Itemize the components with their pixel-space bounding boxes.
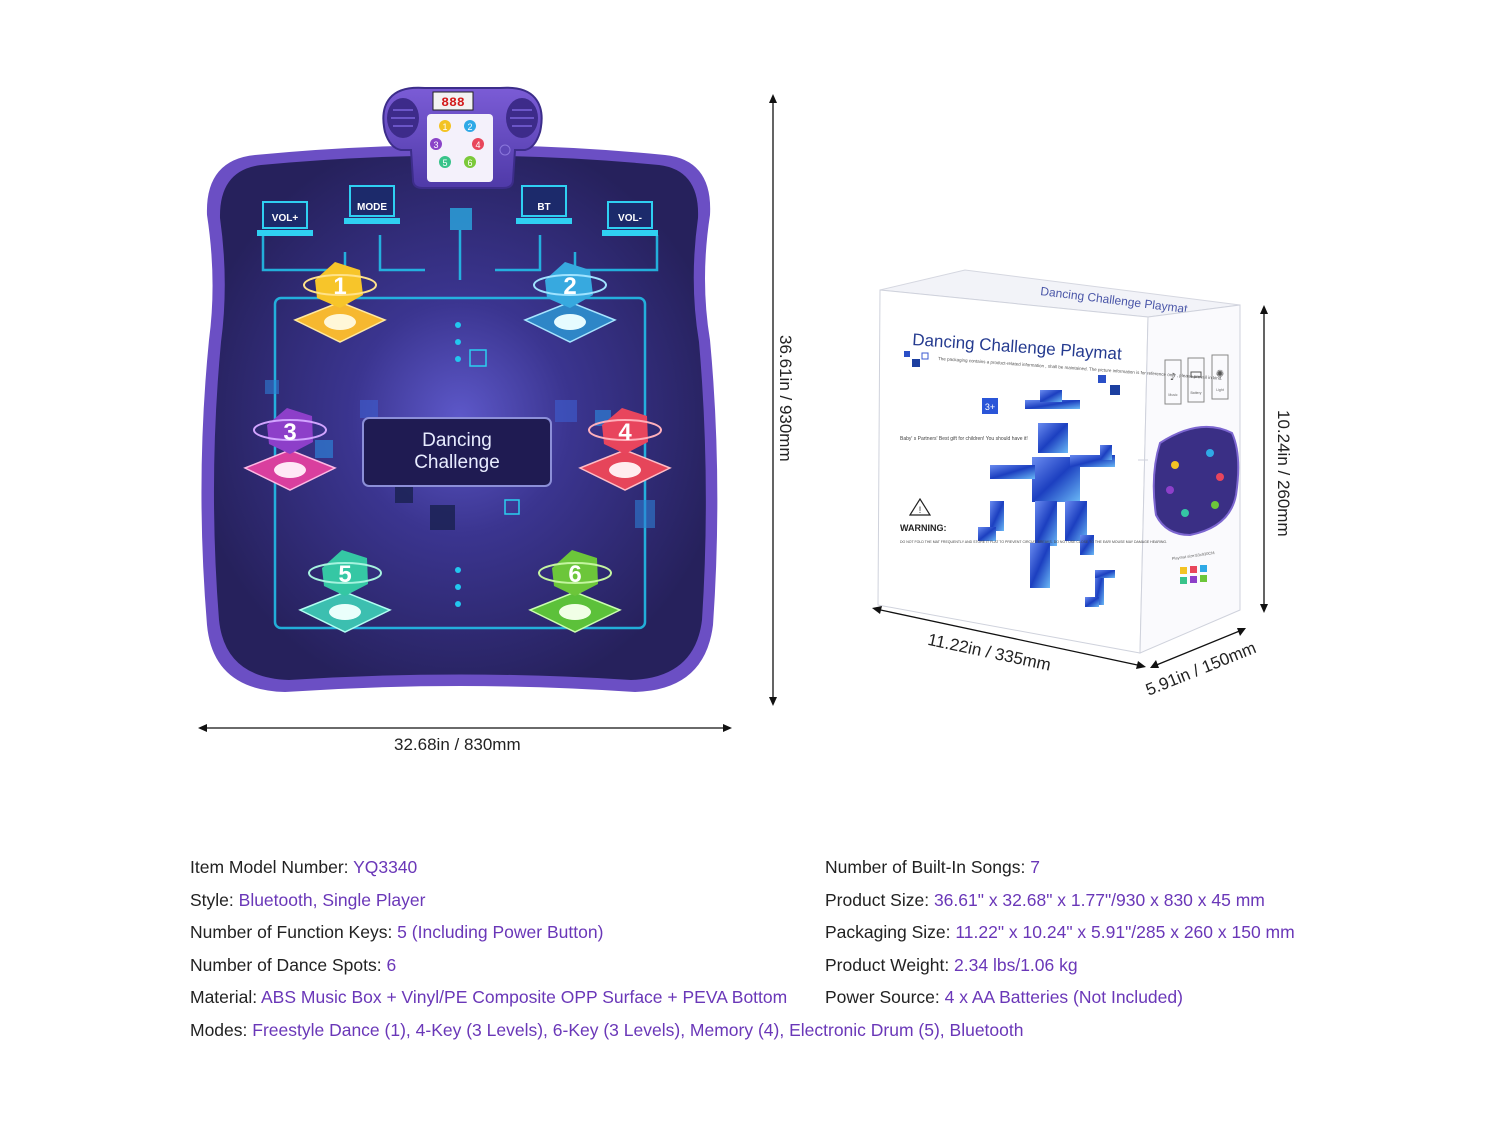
svg-text:6: 6 — [467, 158, 472, 168]
specs-right-column: Number of Built-In Songs: 7 Product Size… — [825, 851, 1295, 1014]
box-partner-text: Baby' s Partners' Best gift for children… — [900, 436, 1028, 442]
light-bulb-icon: ✺ — [1216, 369, 1224, 380]
svg-text:Battery: Battery — [1190, 391, 1201, 395]
music-note-icon: ♪ — [1170, 372, 1176, 383]
mat-width-label: 32.68in / 830mm — [394, 735, 521, 754]
spec-row: Product Size: 36.61" x 32.68" x 1.77"/93… — [825, 889, 1265, 910]
mat-button-vol-down: VOL- — [602, 201, 658, 236]
spec-row: Material: ABS Music Box + Vinyl/PE Compo… — [190, 987, 788, 1007]
mat-button-bt: BT — [516, 185, 572, 224]
svg-text:3+: 3+ — [985, 402, 995, 412]
dance-spot-1: 1 — [293, 262, 387, 343]
battery-icon — [1190, 371, 1202, 378]
dance-spot-4: 4 — [578, 408, 672, 491]
center-title-line2: Challenge — [414, 452, 500, 473]
spec-row: Item Model Number: YQ3340 — [190, 857, 418, 877]
box-width-arrow — [872, 606, 1146, 669]
dance-spot-3: 3 — [243, 408, 337, 491]
side-icons: ♪ ✺ Music Battery Light — [1164, 354, 1229, 405]
side-caption: Playmat size:83x930CM — [1171, 550, 1214, 561]
mat-button-vol-up: VOL+ — [257, 201, 313, 236]
dance-spot-5: 5 — [298, 550, 392, 633]
spec-row: Modes: Freestyle Dance (1), 4-Key (3 Lev… — [190, 1019, 1024, 1040]
svg-text:!: ! — [919, 505, 922, 515]
svg-text:5: 5 — [338, 561, 351, 588]
age-badge — [982, 398, 998, 414]
svg-text:1: 1 — [442, 122, 447, 132]
box-depth-arrow — [1150, 628, 1246, 668]
mat-height-arrow — [769, 94, 777, 706]
mat-button-mode: MODE — [344, 185, 400, 224]
svg-text:VOL+: VOL+ — [272, 213, 299, 224]
spec-row: Number of Dance Spots: 6 — [190, 954, 397, 975]
spec-row: Power Source: 4 x AA Batteries (Not Incl… — [825, 987, 1183, 1007]
warning-body: DO NOT FOLD THE MAT FREQUENTLY AND STORE… — [900, 540, 1167, 544]
spec-row: Number of Built-In Songs: 7 — [825, 857, 1040, 877]
box-height-label: 10.24in / 260mm — [1274, 410, 1293, 537]
svg-text:4: 4 — [618, 419, 632, 446]
svg-text:Music: Music — [1168, 393, 1177, 397]
svg-text:3: 3 — [283, 419, 296, 446]
svg-text:VOL-: VOL- — [618, 213, 642, 224]
dance-spot-2: 2 — [523, 262, 617, 343]
svg-text:4: 4 — [475, 140, 480, 150]
warning-title: WARNING: — [900, 523, 947, 533]
mat-width-arrow — [198, 724, 732, 732]
svg-text:2: 2 — [563, 273, 576, 300]
music-controller: 888 1 2 3 4 5 6 — [382, 86, 543, 189]
dance-mat-image: Dancing Challenge VOL+ MODE BT VOL- 1 2 — [201, 86, 718, 692]
center-panel — [362, 417, 552, 487]
dance-spot-6: 6 — [528, 550, 622, 633]
svg-text:BT: BT — [537, 202, 550, 213]
pixel-dancer-icon — [978, 390, 1115, 607]
mat-height-label: 36.61in / 930mm — [776, 335, 795, 462]
speaker-left-icon — [387, 98, 419, 138]
svg-text:888: 888 — [441, 95, 465, 110]
warning-triangle-icon: ! — [908, 497, 932, 516]
box-height-arrow — [1260, 305, 1268, 613]
decorative-squares — [265, 208, 655, 607]
svg-text:Light: Light — [1216, 388, 1224, 392]
specs-left-column: Item Model Number: YQ3340 Style: Bluetoo… — [190, 851, 1023, 1046]
spec-row: Product Weight: 2.34 lbs/1.06 kg — [825, 954, 1078, 975]
svg-text:6: 6 — [568, 561, 581, 588]
power-button-icon — [499, 144, 511, 156]
packaging-box-image: Dancing Challenge Playmat Dancing Challe… — [877, 269, 1241, 654]
spec-row: Packaging Size: 11.22" x 10.24" x 5.91"/… — [825, 922, 1295, 942]
speaker-right-icon — [506, 98, 538, 138]
svg-text:3: 3 — [433, 140, 438, 150]
spec-row: Style: Bluetooth, Single Player — [190, 889, 426, 910]
svg-text:2: 2 — [467, 122, 472, 132]
center-title-line1: Dancing — [422, 430, 492, 451]
svg-text:1: 1 — [333, 273, 346, 300]
side-color-swatches — [1180, 565, 1207, 584]
svg-text:5: 5 — [442, 158, 447, 168]
svg-text:MODE: MODE — [357, 202, 387, 213]
spec-row: Number of Function Keys: 5 (Including Po… — [190, 922, 604, 942]
digit-display — [432, 91, 474, 111]
